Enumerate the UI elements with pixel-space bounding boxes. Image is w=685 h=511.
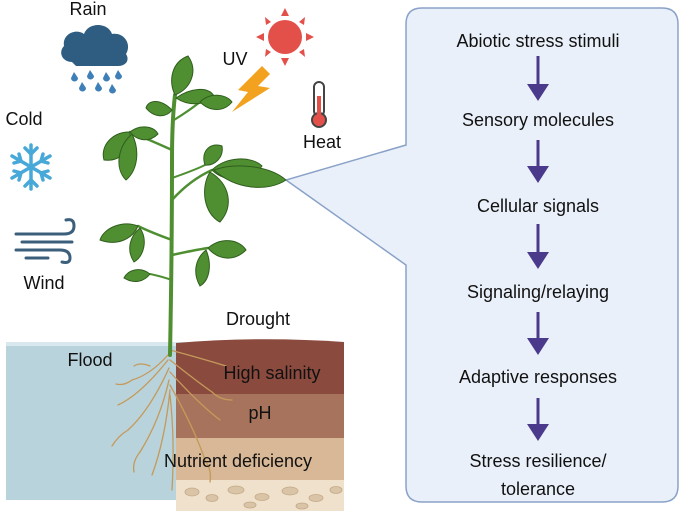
pathway-step-6: Stress resilience/ (469, 451, 606, 471)
heat-label: Heat (303, 132, 341, 152)
flood-label: Flood (67, 350, 112, 370)
pathway-step-5: Adaptive responses (459, 367, 617, 387)
pathway-step-2: Sensory molecules (462, 110, 614, 130)
uv-label: UV (222, 49, 247, 69)
pathway-arrow-4 (527, 312, 549, 355)
pathway-arrow-5 (527, 398, 549, 441)
pathway-arrow-3 (527, 224, 549, 269)
pathway-arrow-2 (527, 140, 549, 183)
pathway-panel (284, 7, 679, 503)
thermometer-icon (311, 81, 327, 128)
pathway-step-1: Abiotic stress stimuli (456, 31, 619, 51)
wind-label: Wind (23, 273, 64, 293)
snowflake-icon (10, 143, 52, 191)
high-salinity-label: High salinity (223, 363, 320, 383)
nutrient-deficiency-label: Nutrient deficiency (164, 451, 312, 471)
lightning-icon (232, 66, 270, 112)
pathway-step-3: Cellular signals (477, 196, 599, 216)
cold-label: Cold (5, 109, 42, 129)
wind-icon (14, 218, 76, 264)
pathway-step-6-line2: tolerance (501, 479, 575, 499)
plant-stem (128, 93, 214, 357)
drought-label: Drought (226, 309, 290, 329)
sun-icon (256, 8, 314, 66)
pathway-arrow-1 (527, 56, 549, 101)
ph-label: pH (248, 403, 271, 423)
plant-leaves (99, 55, 287, 287)
rain-label: Rain (69, 0, 106, 19)
plant-roots (111, 349, 233, 491)
pathway-step-4: Signaling/relaying (467, 282, 609, 302)
rain-cloud-icon (61, 25, 129, 94)
